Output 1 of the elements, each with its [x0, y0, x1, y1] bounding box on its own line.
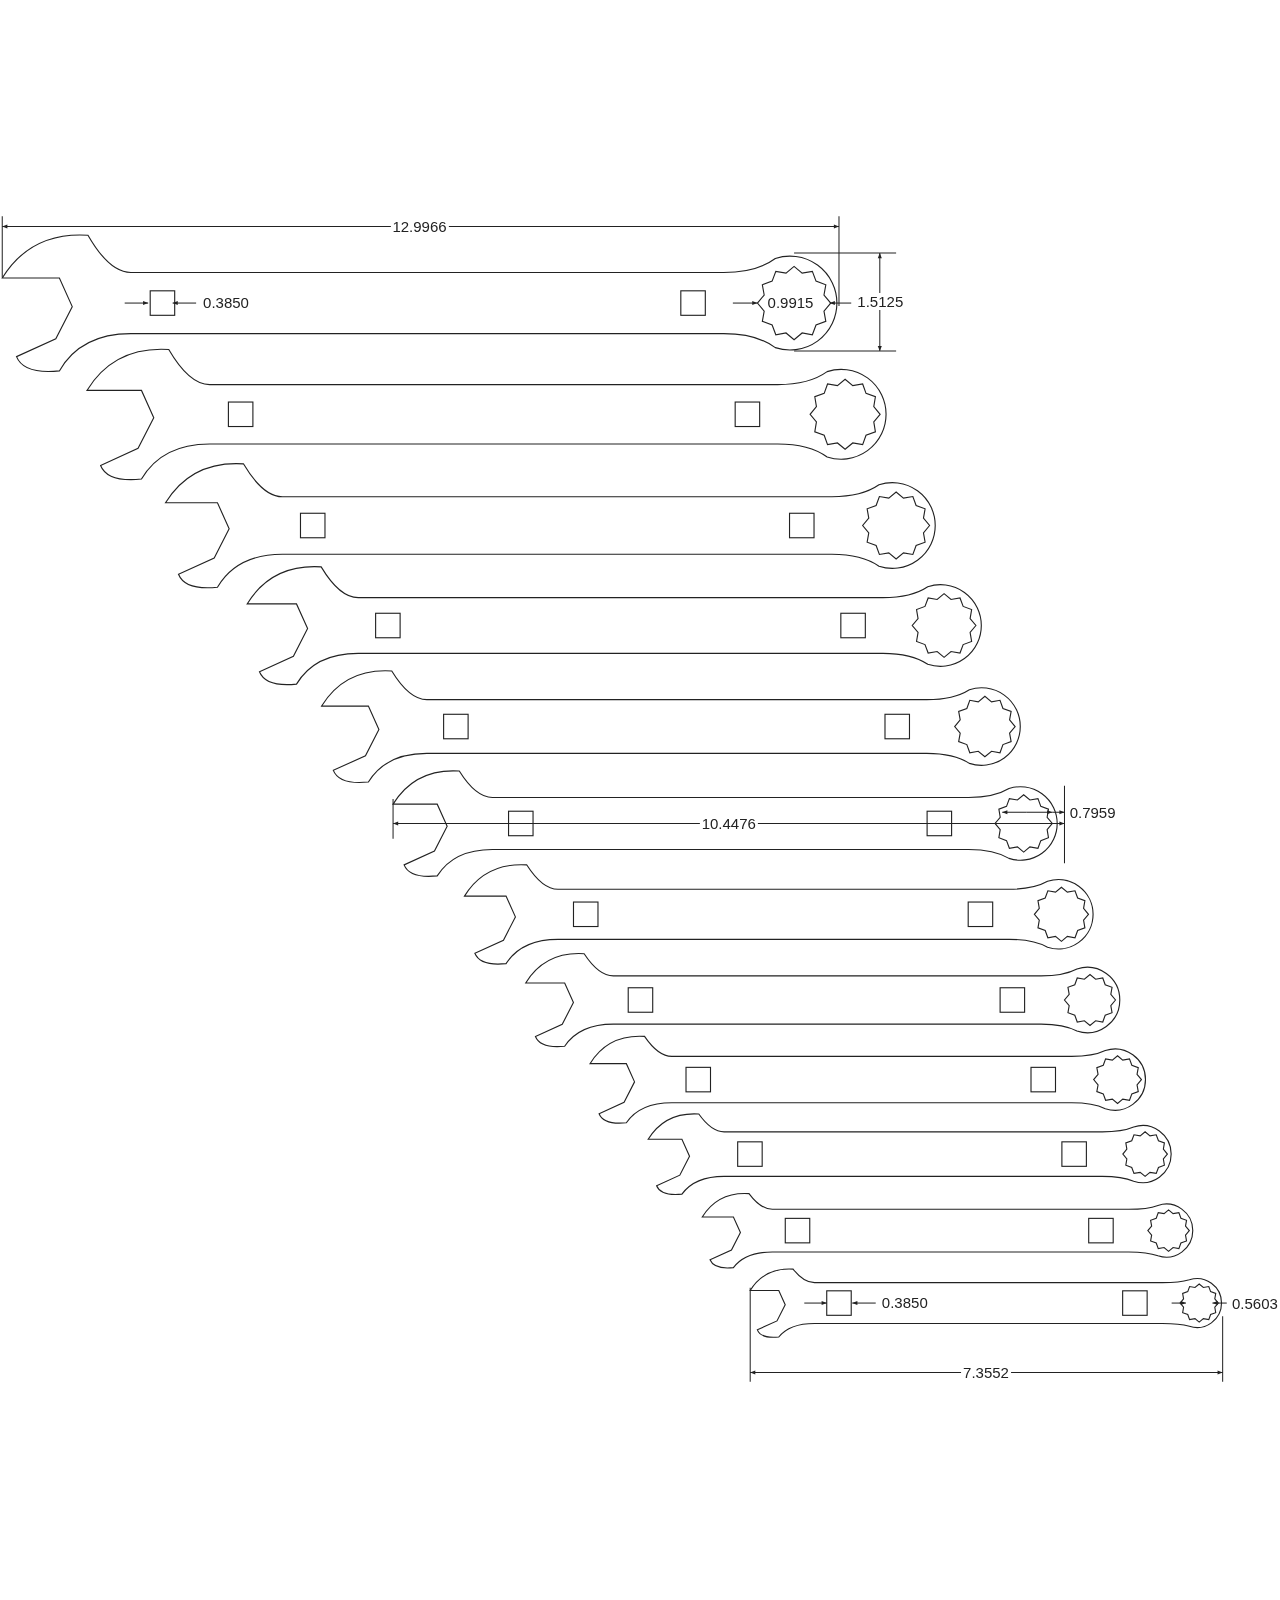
dimension-label: 1.5125 — [855, 293, 906, 311]
